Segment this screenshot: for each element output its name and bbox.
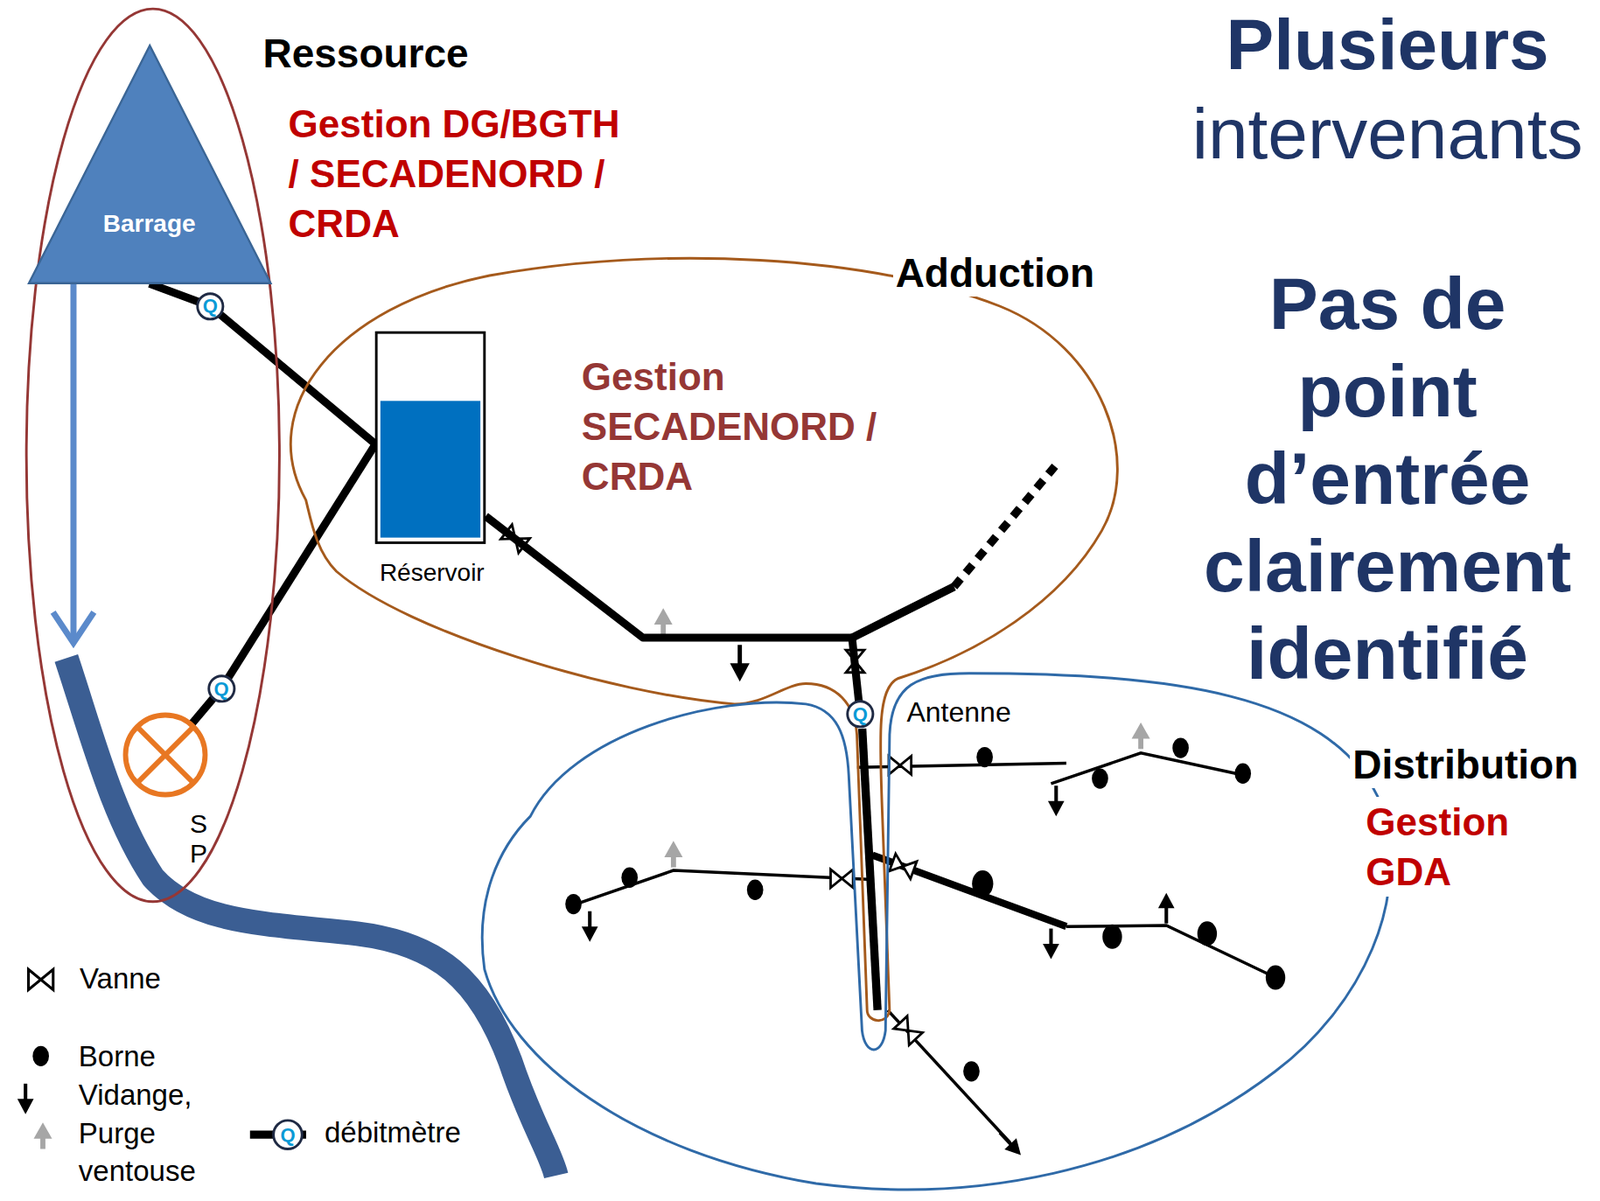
drawing-use (1102, 924, 1122, 950)
flowmeter-symbol: Q (195, 292, 225, 322)
distribution-network (565, 722, 1286, 1161)
pipe-connector (228, 444, 376, 679)
drawing-use (17, 1083, 35, 1115)
legend-text: Vidange, (78, 1078, 193, 1112)
distribution-zone: DistributionGestion GDAQ (479, 668, 1398, 1195)
manager-text: Gestion DG/BGTH / SECADENORD / CRDA (286, 98, 624, 249)
legend-text: Vanne (79, 962, 161, 996)
reservoir-tank: Réservoir (375, 331, 486, 545)
manager-text: Gestion GDA (1362, 796, 1544, 897)
drawing-polyline (573, 870, 874, 906)
drawing-ellipse (26, 8, 280, 902)
legend-symbols (17, 969, 307, 1149)
pump-label: S P (189, 809, 213, 870)
dam-triangle-outline (28, 45, 271, 284)
manager-text: Gestion SECADENORD / CRDA (581, 351, 915, 502)
legend-text: Purge ventouse (78, 1114, 210, 1190)
drawing-line (887, 1010, 1011, 1144)
slide-title: Plusieurs intervenants (1177, 0, 1598, 179)
drawing-circle (125, 715, 205, 796)
drawing-use (1131, 722, 1151, 749)
drawing-use (1158, 893, 1175, 924)
flowmeter-symbol-text: Q (195, 292, 225, 322)
pump-station: S P (122, 712, 209, 798)
drawing-use (565, 894, 582, 915)
drawing-use (894, 1016, 923, 1046)
drawing-use (1172, 737, 1189, 758)
pump-station-outline (122, 712, 209, 798)
drawing-use (729, 644, 749, 682)
zone-heading: Ressource (259, 30, 471, 77)
drawing-polygon (28, 45, 271, 284)
drawing-use (581, 911, 599, 943)
drawing-use (32, 1046, 49, 1067)
drawing-polyline (1050, 753, 1245, 784)
drawing-use (33, 1122, 52, 1149)
drawing-use (976, 747, 993, 768)
flowmeter-symbol-text: Q (207, 674, 237, 704)
drawing-rect (376, 332, 485, 543)
drawing-use (663, 840, 683, 867)
drawing-use (993, 1126, 1028, 1160)
drawing-use (28, 969, 54, 990)
drawing-use (621, 867, 638, 888)
pipe-label: Antenne (903, 696, 1014, 729)
legend-flowmeter-text: Q (273, 1120, 303, 1150)
drawing-line (954, 461, 1060, 587)
drawing-rect (380, 400, 481, 538)
pipe-connector (149, 283, 199, 302)
drawing-polyline (53, 612, 95, 643)
legend-text: Borne (78, 1040, 156, 1074)
drawing-circle (273, 1120, 303, 1150)
drawing-use (1091, 768, 1109, 789)
drawing-use (830, 869, 853, 888)
resource-zone: RessourceGestion DG/BGTH / SECADENORD / … (25, 7, 281, 903)
tank-label: Réservoir (379, 558, 485, 587)
drawing-path (291, 258, 1118, 1021)
drawing-use (1265, 965, 1286, 991)
drawing-path (137, 726, 194, 783)
drawing-use (963, 1061, 980, 1082)
release-arrow (53, 275, 95, 643)
pipe-connector (485, 516, 860, 702)
adduction-zone: AdductionGestion SECADENORD / CRDA Réserv… (283, 244, 1123, 1023)
drawing-path (482, 673, 1391, 1190)
drawing-use (1197, 921, 1217, 946)
dam-label: Barrage (28, 209, 271, 238)
legend-text: débitmètre (324, 1116, 462, 1150)
drawing-use (971, 870, 993, 897)
drawing-use (889, 853, 917, 880)
drawing-use (654, 607, 673, 635)
drawing-use (747, 880, 764, 901)
distribution-zone-outline (479, 668, 1398, 1195)
flowmeter-symbol: Q (845, 699, 875, 729)
zone-heading: Adduction (893, 250, 1097, 297)
reservoir-tank-outline (375, 331, 486, 545)
drawing-line (69, 275, 77, 643)
drawing-use (1048, 785, 1065, 817)
drawing-use (888, 755, 912, 775)
flowmeter-symbol-text: Q (845, 699, 875, 729)
key-message: Pas de point d’entrée clairement identif… (1177, 259, 1598, 698)
dam-triangle: Barrage (28, 45, 271, 284)
flowmeter-symbol: Q (207, 674, 237, 704)
drawing-use (1234, 763, 1251, 784)
drawing-polyline (1066, 925, 1276, 978)
pipe-connector (191, 698, 214, 724)
drawing-use (1042, 929, 1060, 960)
zone-heading: Distribution (1349, 741, 1581, 789)
drawing-line (852, 586, 955, 638)
